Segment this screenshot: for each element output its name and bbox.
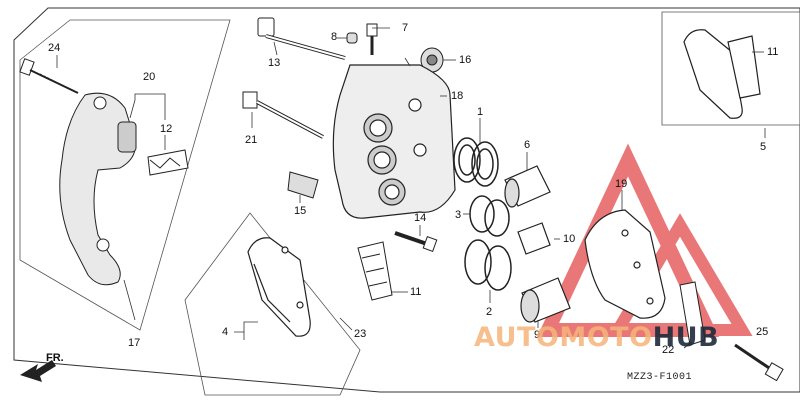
callout-10: 10 <box>563 233 576 245</box>
callout-13: 13 <box>268 57 281 69</box>
callout-20: 20 <box>143 71 156 83</box>
piston-9 <box>520 277 571 323</box>
pad-set-subframe <box>184 212 361 396</box>
callout-12: 12 <box>160 123 173 135</box>
callout-11-retainer: 11 <box>410 286 422 298</box>
callout-3: 3 <box>455 209 462 221</box>
boot-16 <box>420 47 444 73</box>
callout-17: 17 <box>128 337 141 349</box>
callout-21: 21 <box>245 134 258 146</box>
callout-11-set: 11 <box>767 46 779 58</box>
callout-18: 18 <box>451 90 464 102</box>
bleeder-screw-14 <box>394 231 438 252</box>
front-direction-label: FR. <box>46 352 64 364</box>
callout-8: 8 <box>331 31 338 43</box>
callout-24: 24 <box>48 42 61 54</box>
watermark-text-main: AUTOMOTO <box>474 322 653 353</box>
watermark-text-sub: HUB <box>652 322 720 353</box>
callout-1: 1 <box>477 106 484 118</box>
callout-2: 2 <box>486 306 493 318</box>
pad-set-5 <box>683 29 761 119</box>
diagram-code: MZZ3-F1001 <box>627 372 693 383</box>
callout-7: 7 <box>402 22 409 34</box>
pad-shim-19 <box>584 209 666 319</box>
callout-9: 9 <box>534 329 541 341</box>
watermark-text: AUTOMOTOHUB <box>474 322 719 353</box>
piston-seals-2 <box>464 239 512 291</box>
pad-retainer-11 <box>357 241 393 301</box>
callout-22: 22 <box>662 344 675 356</box>
caliper-body-18 <box>332 64 456 219</box>
slide-pin-21 <box>242 91 324 139</box>
callout-16: 16 <box>459 54 472 66</box>
bolt-24 <box>19 58 79 94</box>
caliper-bracket-17 <box>59 92 137 286</box>
callout-4: 4 <box>222 326 229 338</box>
front-direction-arrow-icon <box>20 360 56 382</box>
piston-6 <box>504 165 551 208</box>
callout-5: 5 <box>760 141 767 153</box>
bleeder-parts-7-8 <box>346 23 378 55</box>
callout-6: 6 <box>524 139 531 151</box>
callout-15: 15 <box>294 205 307 217</box>
callout-14: 14 <box>414 212 427 224</box>
pad-spring-22 <box>679 281 706 346</box>
piston-seals-1 <box>453 137 499 187</box>
callout-25: 25 <box>756 326 769 338</box>
callout-19: 19 <box>615 178 628 190</box>
sleeve-15 <box>287 171 319 199</box>
brake-pads-4 <box>247 237 311 337</box>
bracket-subframe <box>19 19 231 331</box>
pad-spring-12 <box>147 149 189 176</box>
bolt-25 <box>734 343 784 382</box>
piston-seals-3 <box>469 195 510 237</box>
slide-pin-13 <box>257 17 346 60</box>
leader-lines <box>56 27 766 349</box>
assembly-outline-frame <box>13 7 800 393</box>
callout-23: 23 <box>354 328 367 340</box>
piston-10 <box>517 222 551 255</box>
pad-set-frame-5 <box>661 11 800 126</box>
